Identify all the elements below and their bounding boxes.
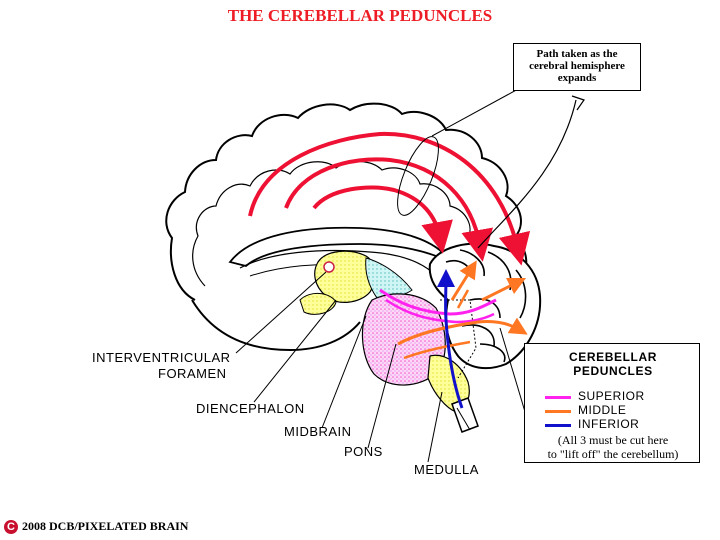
superior-peduncle — [379, 288, 497, 316]
callout-pointer — [397, 87, 585, 249]
legend-title-line-1: CEREBELLAR — [568, 350, 657, 364]
diagram-title: THE CEREBELLAR PEDUNCLES — [227, 6, 493, 25]
legend-note-line-2: to "lift off" the cerebellum) — [547, 447, 679, 461]
label-midbrain: MIDBRAIN — [284, 424, 352, 439]
callout-big-arrow — [477, 99, 577, 249]
expansion-arrow-middle — [284, 157, 494, 262]
callout-line-3: expands — [557, 72, 597, 84]
spinal-cord — [451, 397, 479, 433]
expansion-arrow-inner — [312, 185, 453, 254]
diencephalon-region — [299, 250, 376, 315]
legend-swatch-middle — [545, 410, 571, 413]
callout-line-1: Path taken as the — [536, 48, 618, 60]
expansion-arrow-outer — [248, 131, 531, 266]
label-interventricular: INTERVENTRICULAR — [92, 350, 231, 365]
legend-label-inferior: INFERIOR — [578, 417, 640, 431]
copyright-icon: C — [4, 519, 18, 534]
expansion-arrows — [248, 131, 531, 266]
cerebral-hemisphere — [165, 102, 528, 352]
inferior-peduncle — [436, 269, 464, 409]
peduncle-legend: CEREBELLAR PEDUNCLES SUPERIOR MIDDLE INF… — [524, 343, 700, 463]
legend-title-line-2: PEDUNCLES — [573, 364, 653, 378]
legend-title: CEREBELLAR PEDUNCLES — [525, 350, 701, 378]
copyright: C 2008 DCB/PIXELATED BRAIN — [4, 519, 188, 534]
label-diencephalon: DIENCEPHALON — [196, 401, 305, 416]
label-foramen: FORAMEN — [158, 366, 227, 381]
copyright-text: 2008 DCB/PIXELATED BRAIN — [22, 519, 189, 533]
callout-line-2: cerebral hemisphere — [529, 60, 625, 72]
legend-label-middle: MIDDLE — [578, 403, 627, 417]
interventricular-foramen-marker — [323, 261, 335, 273]
middle-peduncle — [397, 317, 528, 346]
legend-label-superior: SUPERIOR — [578, 389, 645, 403]
label-pons: PONS — [344, 444, 383, 459]
legend-note: (All 3 must be cut here to "lift off" th… — [525, 433, 701, 461]
legend-swatch-inferior — [545, 424, 571, 427]
label-medulla: MEDULLA — [414, 462, 479, 477]
peduncle-fibres — [379, 260, 528, 409]
legend-swatch-superior — [545, 396, 571, 399]
expansion-callout: Path taken as the cerebral hemisphere ex… — [513, 43, 641, 91]
legend-note-line-1: (All 3 must be cut here — [557, 433, 669, 447]
